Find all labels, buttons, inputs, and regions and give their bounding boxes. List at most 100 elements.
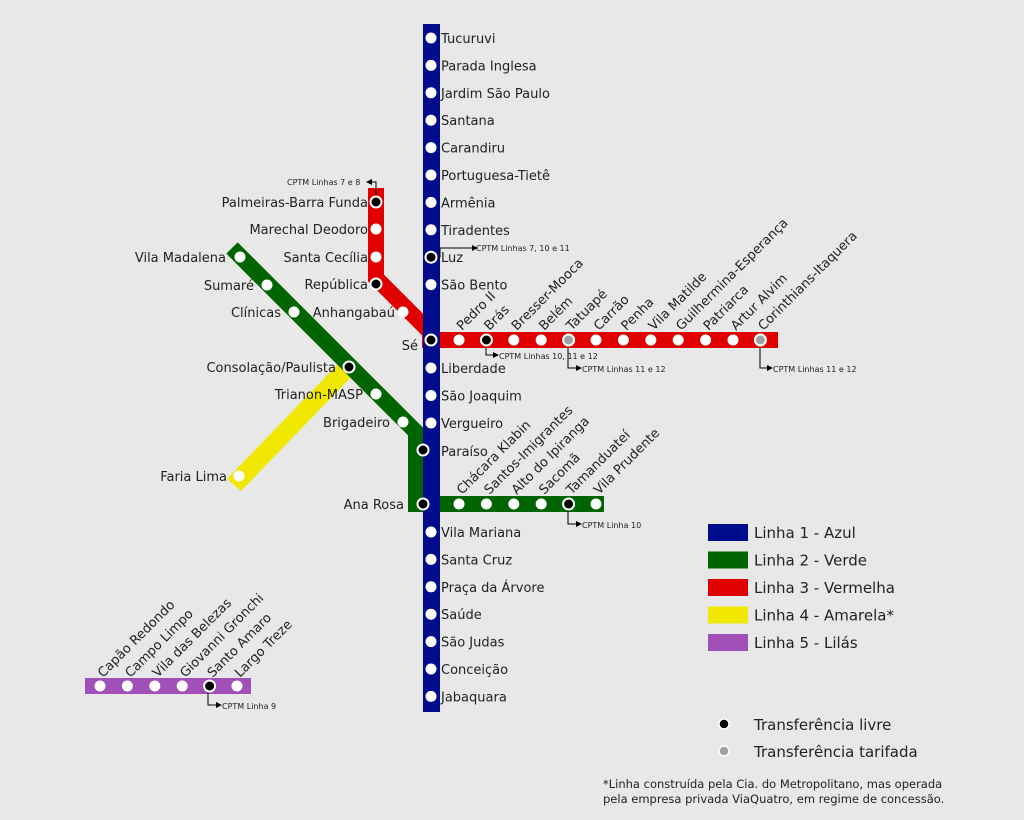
station-parada-inglesa[interactable] — [425, 59, 437, 71]
station-vila-madalena[interactable] — [234, 251, 246, 263]
station-portuguesa-tiete[interactable] — [425, 169, 437, 181]
station-jabaquara[interactable] — [425, 690, 437, 702]
station-giovanni-gronchi[interactable] — [176, 680, 188, 692]
station-penha[interactable] — [617, 334, 629, 346]
label-republica: República — [304, 278, 368, 293]
station-tamanduatei[interactable] — [562, 497, 576, 511]
station-bras[interactable] — [479, 333, 493, 347]
station-vila-das-belezas[interactable] — [149, 680, 161, 692]
label-trianon-masp: Trianon-MASP — [274, 388, 363, 403]
station-santo-amaro[interactable] — [203, 679, 217, 693]
station-alto-do-ipiranga[interactable] — [508, 498, 520, 510]
station-vila-prudente[interactable] — [590, 498, 602, 510]
label-sao-judas: São Judas — [441, 636, 505, 651]
station-artur-alvim[interactable] — [727, 334, 739, 346]
label-sao-joaquim: São Joaquim — [441, 390, 522, 405]
station-marechal-deodoro[interactable] — [370, 223, 382, 235]
label-vergueiro: Vergueiro — [441, 417, 503, 432]
label-jabaquara: Jabaquara — [440, 690, 507, 705]
label-brigadeiro: Brigadeiro — [323, 416, 390, 431]
station-largo-treze[interactable] — [231, 680, 243, 692]
label-luz: Luz — [441, 251, 463, 266]
footnote-line-2: pela empresa privada ViaQuatro, em regim… — [603, 792, 944, 806]
line-5-path — [85, 678, 251, 694]
legend-transfer-free: Transferência livre — [753, 716, 891, 734]
station-chacara-klabin[interactable] — [453, 498, 465, 510]
station-saude[interactable] — [425, 608, 437, 620]
station-bresser-mooca[interactable] — [508, 334, 520, 346]
label-conceicao: Conceição — [441, 663, 508, 678]
station-armenia[interactable] — [425, 196, 437, 208]
legend-swatch-line-5 — [708, 634, 748, 651]
station-liberdade[interactable] — [425, 362, 437, 374]
station-tiradentes[interactable] — [425, 224, 437, 236]
footnote-line-1: *Linha construída pela Cia. do Metropoli… — [603, 777, 942, 791]
station-carrao[interactable] — [590, 334, 602, 346]
label-clinicas: Clínicas — [231, 306, 281, 321]
station-anhangabau[interactable] — [397, 306, 409, 318]
station-pedro-ii[interactable] — [453, 334, 465, 346]
cptm-label-barra-funda: CPTM Linhas 7 e 8 — [287, 178, 360, 187]
station-santos-imigrantes[interactable] — [480, 498, 492, 510]
station-clinicas[interactable] — [288, 306, 300, 318]
station-trianon-masp[interactable] — [370, 388, 382, 400]
station-tatuape[interactable] — [562, 333, 576, 347]
station-sao-joaquim[interactable] — [425, 390, 437, 401]
label-consolacao-paulista: Consolação/Paulista — [206, 361, 336, 376]
station-corinthians-itaquera[interactable] — [753, 333, 767, 347]
station-capao-redondo[interactable] — [94, 680, 106, 692]
station-republica[interactable] — [369, 277, 383, 291]
station-ana-rosa[interactable] — [416, 497, 430, 511]
station-guilhermina-esperanca[interactable] — [672, 334, 684, 346]
legend-swatch-line-1 — [708, 524, 748, 541]
station-santa-cruz[interactable] — [425, 553, 437, 565]
station-vila-matilde[interactable] — [645, 334, 657, 346]
station-consolacao-paulista[interactable] — [342, 360, 356, 374]
label-santana: Santana — [441, 114, 495, 129]
station-praca-da-arvore[interactable] — [425, 581, 437, 593]
label-parada-inglesa: Parada Inglesa — [441, 59, 537, 74]
cptm-arrowheads — [216, 179, 773, 708]
station-luz[interactable] — [424, 250, 438, 264]
station-conceicao[interactable] — [425, 663, 437, 675]
cptm-label-tatuape: CPTM Linhas 11 e 12 — [582, 365, 666, 374]
label-sumare: Sumaré — [204, 279, 254, 294]
station-palmeiras-barra-funda[interactable] — [369, 195, 383, 209]
station-sacoma[interactable] — [535, 498, 547, 510]
station-santana[interactable] — [425, 114, 437, 126]
station-vila-mariana[interactable] — [425, 526, 437, 538]
station-faria-lima[interactable] — [233, 470, 245, 482]
label-marechal-deodoro: Marechal Deodoro — [249, 223, 368, 238]
station-campo-limpo[interactable] — [121, 680, 133, 692]
label-tucuruvi: Tucuruvi — [440, 32, 495, 47]
legend-transfer-free-icon — [718, 718, 730, 730]
label-liberdade: Liberdade — [441, 362, 506, 377]
label-paraiso: Paraíso — [441, 445, 488, 460]
legend-transfer-paid-icon — [718, 745, 730, 757]
station-santa-cecilia[interactable] — [370, 251, 382, 263]
station-carandiru[interactable] — [425, 142, 437, 154]
legend-swatch-line-3 — [708, 579, 748, 596]
station-tucuruvi[interactable] — [425, 32, 437, 44]
station-brigadeiro[interactable] — [397, 416, 409, 428]
label-sao-bento: São Bento — [441, 279, 508, 294]
station-sao-judas[interactable] — [425, 636, 437, 648]
label-se: Sé — [402, 339, 418, 354]
station-vergueiro[interactable] — [425, 417, 437, 429]
label-santa-cruz: Santa Cruz — [441, 553, 512, 568]
station-jardim-sao-paulo[interactable] — [425, 87, 437, 99]
legend-swatch-line-2 — [708, 551, 748, 569]
station-patriarca[interactable] — [700, 334, 712, 346]
label-carandiru: Carandiru — [441, 142, 505, 157]
label-palmeiras-barra-funda: Palmeiras-Barra Funda — [222, 196, 368, 211]
station-paraiso[interactable] — [416, 443, 430, 457]
station-sao-bento[interactable] — [425, 279, 437, 291]
legend-transfer-paid: Transferência tarifada — [753, 743, 918, 761]
station-belem[interactable] — [535, 334, 547, 346]
label-vila-madalena: Vila Madalena — [135, 251, 226, 266]
station-sumare[interactable] — [261, 279, 273, 291]
station-se[interactable] — [424, 333, 438, 347]
legend-label-line-2: Linha 2 - Verde — [754, 552, 867, 570]
